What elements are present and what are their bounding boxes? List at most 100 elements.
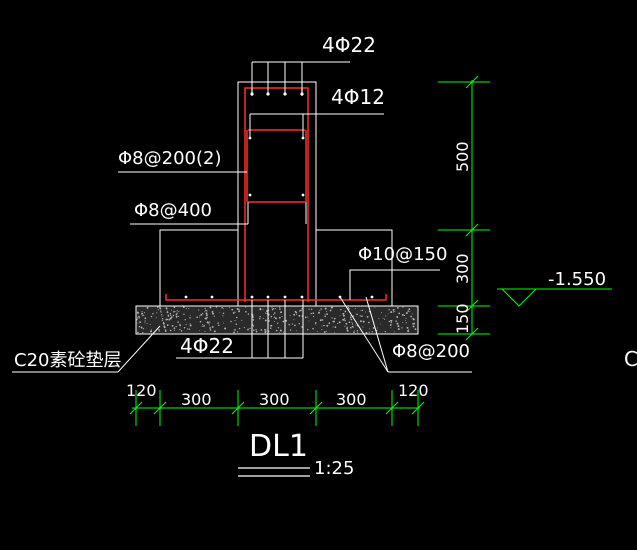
concrete-texture-dot bbox=[332, 326, 334, 328]
concrete-texture-dot bbox=[174, 310, 176, 312]
concrete-texture-dot bbox=[414, 328, 417, 330]
concrete-texture-dot bbox=[318, 311, 320, 314]
concrete-texture-dot bbox=[161, 319, 163, 322]
dim-v-2: 150 bbox=[453, 303, 472, 334]
concrete-texture-dot bbox=[209, 306, 212, 309]
concrete-texture-dot bbox=[183, 326, 186, 329]
dim-v-0: 500 bbox=[453, 141, 472, 172]
concrete-texture-dot bbox=[301, 308, 303, 310]
concrete-texture-dot bbox=[179, 328, 181, 331]
concrete-texture-dot bbox=[349, 326, 352, 329]
concrete-texture-dot bbox=[143, 314, 145, 317]
concrete-texture-dot bbox=[213, 315, 215, 317]
concrete-texture-dot bbox=[140, 326, 143, 329]
concrete-texture-dot bbox=[177, 321, 179, 323]
dim-v-1: 300 bbox=[453, 253, 472, 284]
concrete-texture-dot bbox=[215, 306, 218, 308]
concrete-texture-dot bbox=[289, 329, 292, 331]
concrete-texture-dot bbox=[392, 311, 394, 313]
concrete-texture-dot bbox=[273, 314, 275, 316]
concrete-texture-dot bbox=[269, 325, 271, 327]
concrete-texture-dot bbox=[167, 315, 170, 317]
concrete-texture-dot bbox=[381, 312, 383, 314]
concrete-texture-dot bbox=[264, 328, 266, 331]
concrete-texture-dot bbox=[163, 326, 166, 329]
concrete-texture-dot bbox=[279, 308, 281, 310]
concrete-texture-dot bbox=[416, 306, 418, 308]
concrete-texture-dot bbox=[275, 329, 278, 332]
concrete-texture-dot bbox=[137, 331, 139, 334]
concrete-texture-dot bbox=[229, 307, 231, 309]
horizontal-dimensions bbox=[129, 390, 425, 426]
concrete-texture-dot bbox=[401, 327, 403, 329]
concrete-texture-dot bbox=[282, 320, 285, 323]
concrete-texture-dot bbox=[353, 330, 355, 332]
concrete-texture-dot bbox=[345, 323, 348, 325]
concrete-texture-dot bbox=[411, 318, 413, 320]
concrete-texture-dot bbox=[204, 331, 206, 332]
concrete-texture-dot bbox=[282, 331, 285, 333]
concrete-texture-dot bbox=[326, 324, 329, 327]
concrete-texture-dot bbox=[343, 318, 346, 320]
concrete-texture-dot bbox=[408, 328, 409, 330]
concrete-texture-dot bbox=[205, 314, 208, 317]
concrete-texture-dot bbox=[362, 326, 364, 328]
concrete-texture-dot bbox=[279, 332, 281, 334]
concrete-texture-dot bbox=[372, 327, 375, 329]
concrete-texture-dot bbox=[357, 332, 358, 334]
concrete-texture-dot bbox=[144, 317, 147, 320]
concrete-texture-dot bbox=[270, 324, 273, 327]
concrete-texture-dot bbox=[189, 317, 191, 319]
concrete-texture-dot bbox=[252, 325, 255, 327]
concrete-texture-dot bbox=[213, 330, 216, 333]
concrete-texture-dot bbox=[264, 330, 267, 332]
concrete-texture-dot bbox=[285, 319, 288, 322]
concrete-texture-dot bbox=[350, 315, 352, 317]
concrete-texture-dot bbox=[397, 328, 400, 331]
concrete-texture-dot bbox=[196, 316, 199, 319]
concrete-texture-dot bbox=[289, 315, 291, 317]
concrete-texture-dot bbox=[238, 308, 240, 310]
concrete-texture-dot bbox=[262, 317, 264, 319]
title-underline bbox=[238, 467, 310, 477]
concrete-texture-dot bbox=[390, 327, 392, 329]
concrete-texture-dot bbox=[410, 315, 412, 318]
concrete-texture-dot bbox=[169, 329, 172, 332]
concrete-texture-dot bbox=[312, 316, 315, 318]
concrete-texture-dot bbox=[334, 326, 337, 328]
concrete-texture-dot bbox=[354, 324, 356, 326]
concrete-texture-dot bbox=[236, 308, 239, 310]
concrete-texture-dot bbox=[259, 316, 261, 318]
concrete-texture-dot bbox=[377, 327, 379, 329]
concrete-texture-dot bbox=[265, 329, 267, 330]
concrete-texture-dot bbox=[365, 311, 367, 313]
concrete-texture-dot bbox=[390, 320, 393, 322]
label-top-bars: 4Φ22 bbox=[322, 33, 376, 57]
concrete-texture-dot bbox=[179, 323, 181, 326]
concrete-texture-dot bbox=[211, 325, 214, 328]
concrete-texture-dot bbox=[164, 329, 166, 331]
concrete-texture-dot bbox=[157, 306, 159, 308]
concrete-texture-dot bbox=[253, 329, 255, 331]
concrete-texture-dot bbox=[188, 328, 191, 330]
concrete-texture-dot bbox=[397, 323, 399, 325]
concrete-texture-dot bbox=[259, 308, 262, 310]
concrete-texture-dot bbox=[137, 322, 139, 324]
label-right-edge: C bbox=[624, 347, 637, 371]
concrete-texture-dot bbox=[330, 307, 333, 309]
concrete-texture-dot bbox=[299, 310, 301, 312]
concrete-texture-dot bbox=[158, 330, 160, 332]
concrete-texture-dot bbox=[378, 318, 380, 319]
concrete-texture-dot bbox=[199, 320, 202, 323]
label-footing-bars: Φ10@150 bbox=[358, 244, 447, 265]
concrete-texture-dot bbox=[310, 312, 312, 315]
concrete-texture-dot bbox=[321, 325, 323, 327]
concrete-texture-dot bbox=[329, 309, 332, 312]
concrete-texture-dot bbox=[155, 317, 157, 319]
concrete-texture-dot bbox=[281, 315, 283, 318]
concrete-texture-dot bbox=[222, 315, 224, 317]
concrete-texture-dot bbox=[138, 315, 140, 318]
concrete-texture-dot bbox=[204, 310, 206, 312]
concrete-texture-dot bbox=[298, 323, 300, 325]
concrete-texture-dot bbox=[342, 318, 345, 321]
